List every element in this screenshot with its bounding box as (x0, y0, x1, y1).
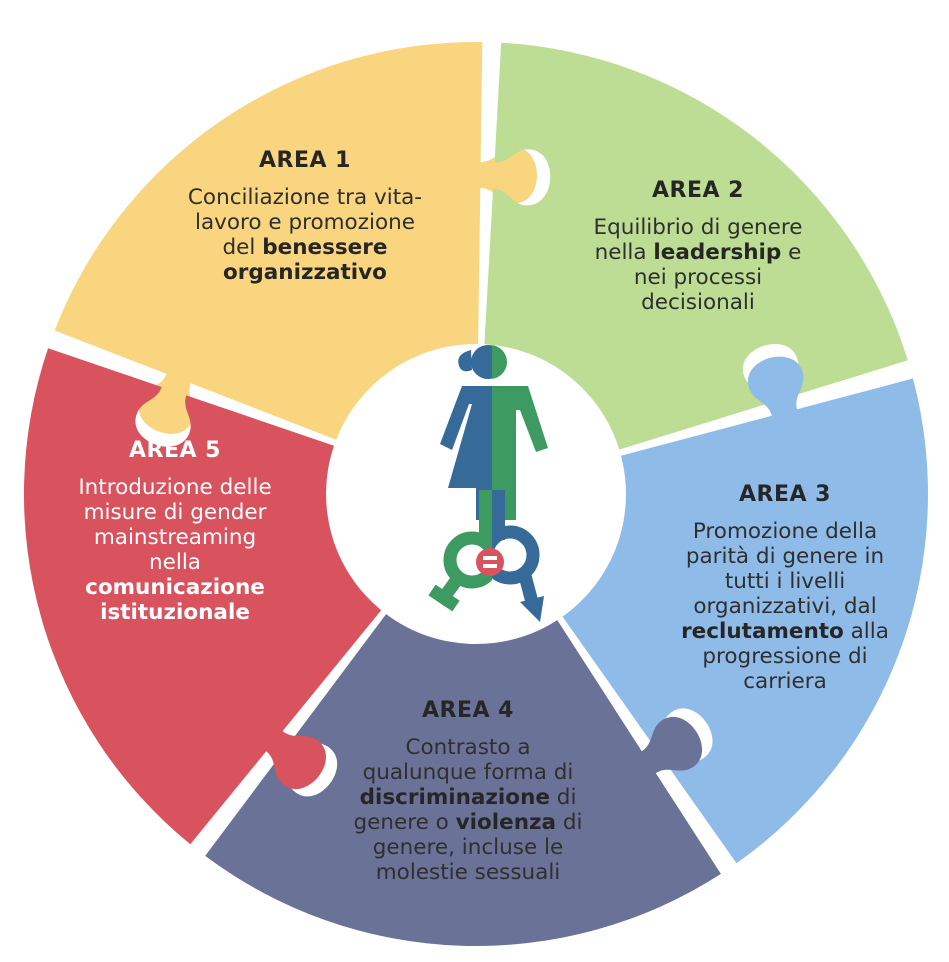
area-text: molestie sessuali (375, 860, 561, 885)
area-text-line: Promozione della (640, 519, 930, 544)
area-text-line: comunicazione (30, 575, 320, 600)
area-text-line: Introduzione delle (30, 475, 320, 500)
area-text: e (781, 240, 802, 265)
area-text-line: organizzativo (160, 260, 450, 285)
area-text-bold: istituzionale (100, 600, 250, 625)
area-text-bold: discriminazione (359, 785, 550, 810)
area-text-line: discriminazione di (318, 785, 618, 810)
area-text-line: parità di genere in (640, 544, 930, 569)
area-text-line: carriera (640, 669, 930, 694)
area-text: decisionali (641, 290, 755, 315)
area-text: nella (594, 240, 654, 265)
area-text-line: misure di gender (30, 500, 320, 525)
equals-badge (476, 548, 504, 576)
female-half (428, 345, 492, 612)
area-1-piece (54, 41, 537, 440)
area-text-line: tutti i livelli (640, 569, 930, 594)
area-text: mainstreaming (93, 525, 257, 550)
area-5-piece (23, 348, 382, 845)
area-text-line: qualunque forma di (318, 760, 618, 785)
area-text: tutti i livelli (724, 569, 846, 594)
area-text: misure di gender (83, 500, 267, 525)
area-text-line: istituzionale (30, 600, 320, 625)
area-text: di (556, 810, 583, 835)
equals-icon (483, 556, 497, 560)
area-text-line: nei processi (548, 265, 848, 290)
area-1-title: AREA 1 (259, 148, 351, 173)
area-text-line: Equilibrio di genere (548, 215, 848, 240)
area-text-bold: leadership (653, 240, 782, 265)
area-text: organizzativi, dal (693, 594, 877, 619)
area-2-title: AREA 2 (652, 178, 744, 203)
area-text: nei processi (633, 265, 763, 290)
area-4-title: AREA 4 (422, 698, 514, 723)
area-5-title: AREA 5 (129, 438, 221, 463)
puzzle-pieces (23, 41, 928, 946)
area-1-label: AREA 1 Conciliazione tra vita-lavoro e p… (160, 148, 450, 285)
area-text-bold: comunicazione (85, 575, 265, 600)
area-text-line: Contrasto a (318, 735, 618, 760)
area-text: qualunque forma di (362, 760, 574, 785)
area-4-piece (205, 614, 721, 946)
area-text: Conciliazione tra vita- (187, 185, 423, 210)
area-text: lavoro e promozione (195, 210, 415, 235)
area-2-piece (484, 42, 908, 450)
area-text: genere o (353, 810, 456, 835)
area-text-line: lavoro e promozione (160, 210, 450, 235)
area-text-line: nella (30, 550, 320, 575)
area-text-line: reclutamento alla (640, 619, 930, 644)
gender-equality-icon (428, 345, 548, 622)
area-text: nella (149, 550, 201, 575)
area-text-line: genere o violenza di (318, 810, 618, 835)
area-text-line: molestie sessuali (318, 860, 618, 885)
area-text: carriera (743, 669, 827, 694)
male-half (492, 345, 548, 622)
area-1-text: Conciliazione tra vita-lavoro e promozio… (160, 185, 450, 285)
area-text-line: organizzativi, dal (640, 594, 930, 619)
area-text: del (222, 235, 263, 260)
area-text: Contrasto a (405, 735, 531, 760)
area-text-line: decisionali (548, 290, 848, 315)
area-text: parità di genere in (685, 544, 885, 569)
area-text: Equilibrio di genere (593, 215, 803, 240)
area-text-bold: violenza (455, 810, 557, 835)
area-text-line: nella leadership e (548, 240, 848, 265)
area-text: progressione di (702, 644, 868, 669)
area-text-line: Conciliazione tra vita- (160, 185, 450, 210)
area-text: Promozione della (692, 519, 878, 544)
area-text: alla (843, 619, 889, 644)
area-text-line: mainstreaming (30, 525, 320, 550)
area-text-line: genere, incluse le (318, 835, 618, 860)
area-text-bold: benessere (262, 235, 388, 260)
area-text: Introduzione delle (78, 475, 272, 500)
area-text: genere, incluse le (372, 835, 564, 860)
area-3-title: AREA 3 (739, 482, 831, 507)
area-text-line: progressione di (640, 644, 930, 669)
area-text-bold: organizzativo (223, 260, 387, 285)
area-text-bold: reclutamento (681, 619, 844, 644)
area-text-line: del benessere (160, 235, 450, 260)
area-text: di (549, 785, 577, 810)
